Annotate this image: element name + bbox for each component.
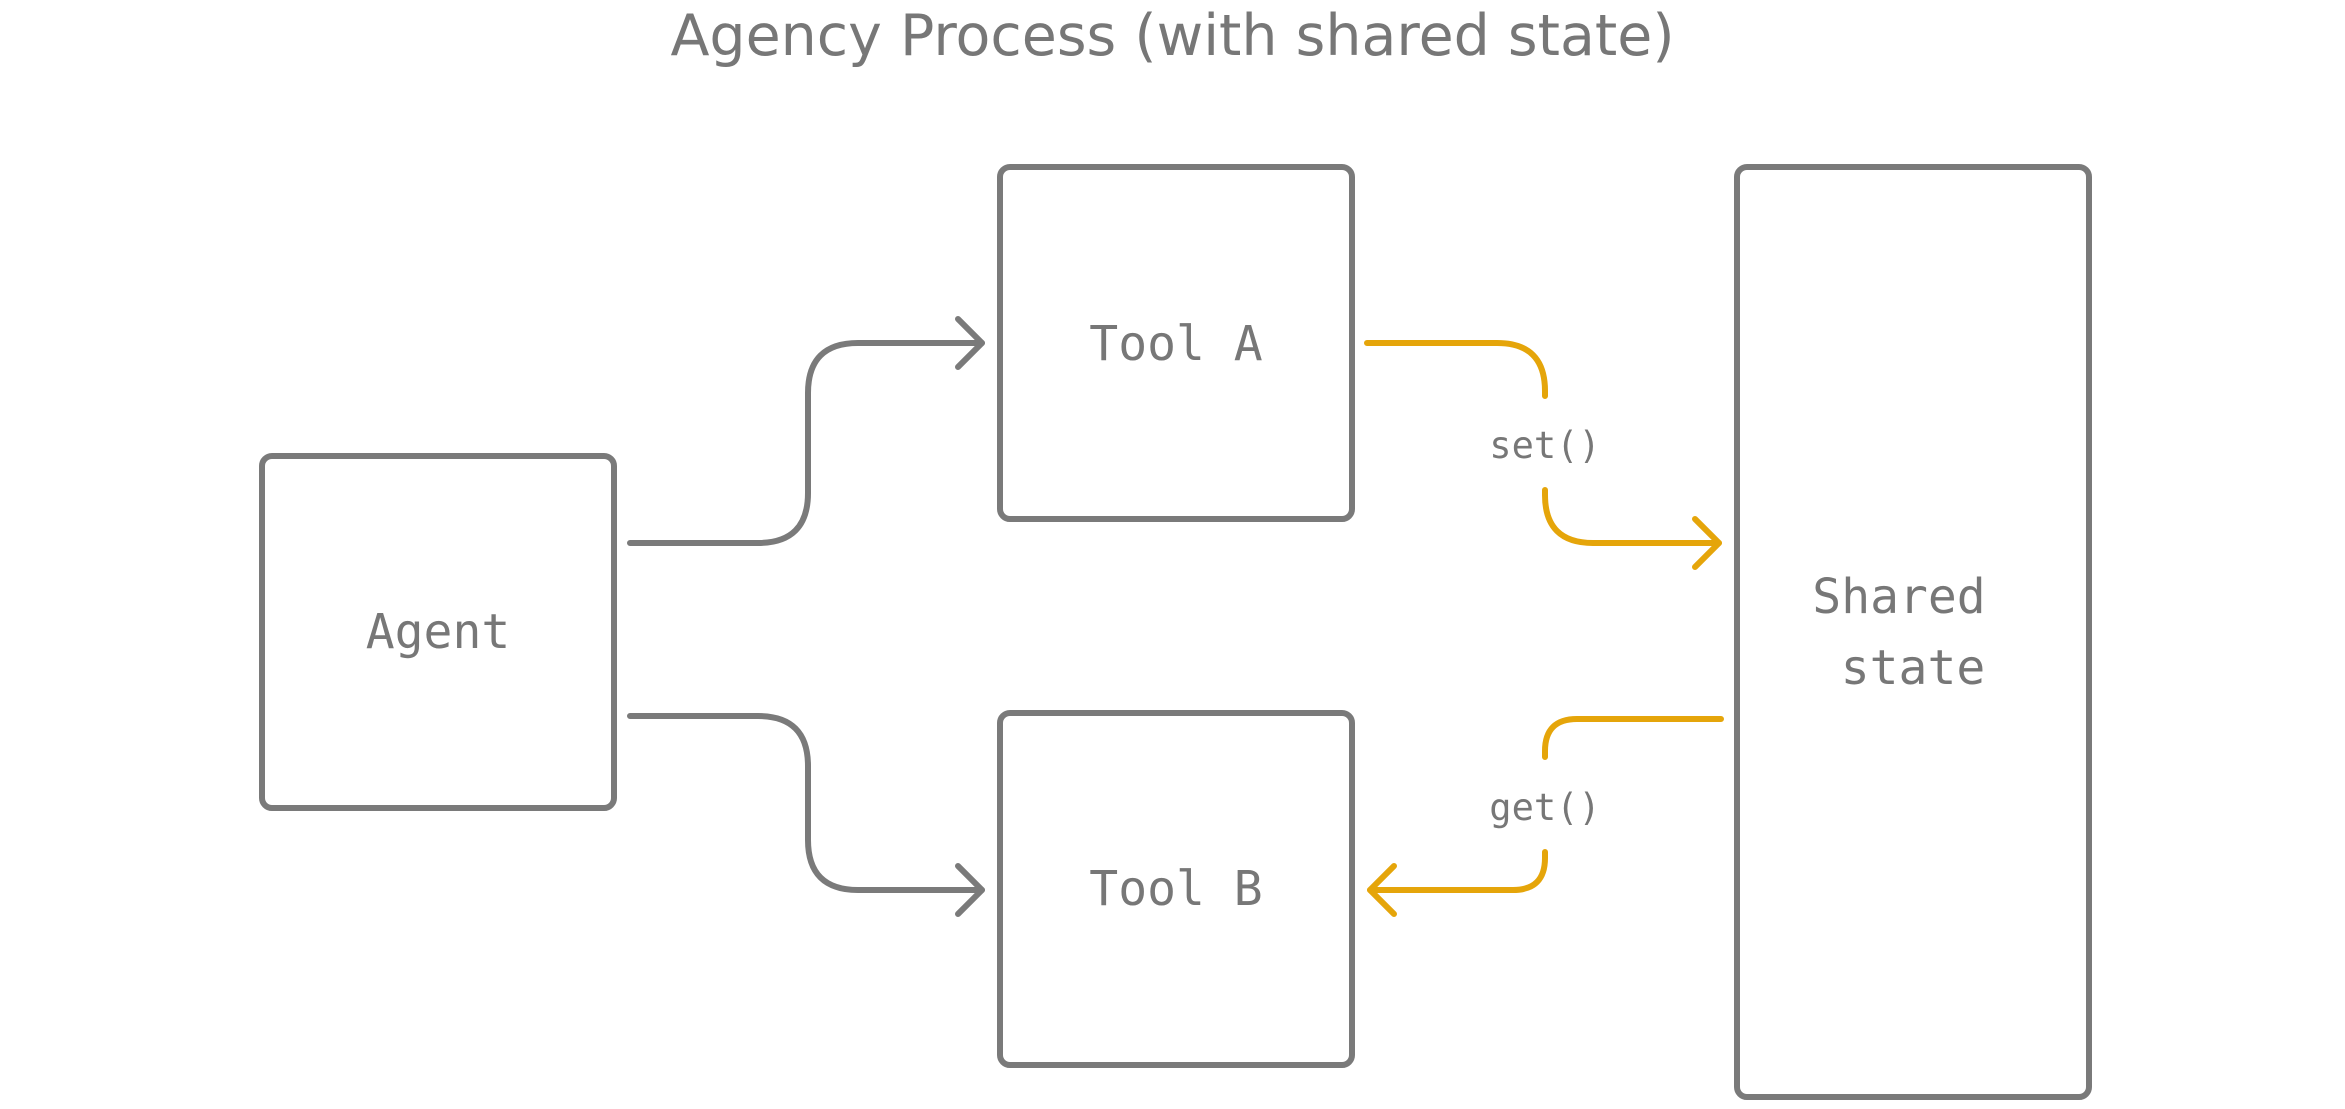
agent-to-tool-b-connector [627, 713, 985, 893]
tool-b-box [997, 710, 1355, 1068]
get-connector-lower [1367, 849, 1548, 893]
set-connector-lower [1542, 487, 1722, 546]
agent-to-tool-b-arrowhead [955, 863, 985, 917]
tool-b-label: Tool B [1089, 861, 1262, 917]
set-connector-upper [1364, 340, 1548, 399]
tool-a-label: Tool A [1089, 316, 1262, 372]
agent-to-tool-a-arrowhead [955, 316, 985, 370]
get-label: get() [1489, 786, 1600, 829]
set-label: set() [1489, 424, 1600, 467]
agent-box [259, 453, 617, 811]
agent-label: Agent [366, 604, 511, 660]
tool-a-box [997, 164, 1355, 522]
shared-state-box [1734, 164, 2092, 1100]
set-arrowhead [1692, 516, 1722, 570]
agent-to-tool-a-connector [627, 340, 985, 546]
diagram-title: Agency Process (with shared state) [670, 3, 1675, 69]
get-arrowhead [1367, 863, 1397, 917]
get-connector-upper [1542, 716, 1724, 760]
shared-state-label-line2: state [1841, 640, 1986, 696]
shared-state-label-line1: Shared [1812, 569, 1985, 625]
